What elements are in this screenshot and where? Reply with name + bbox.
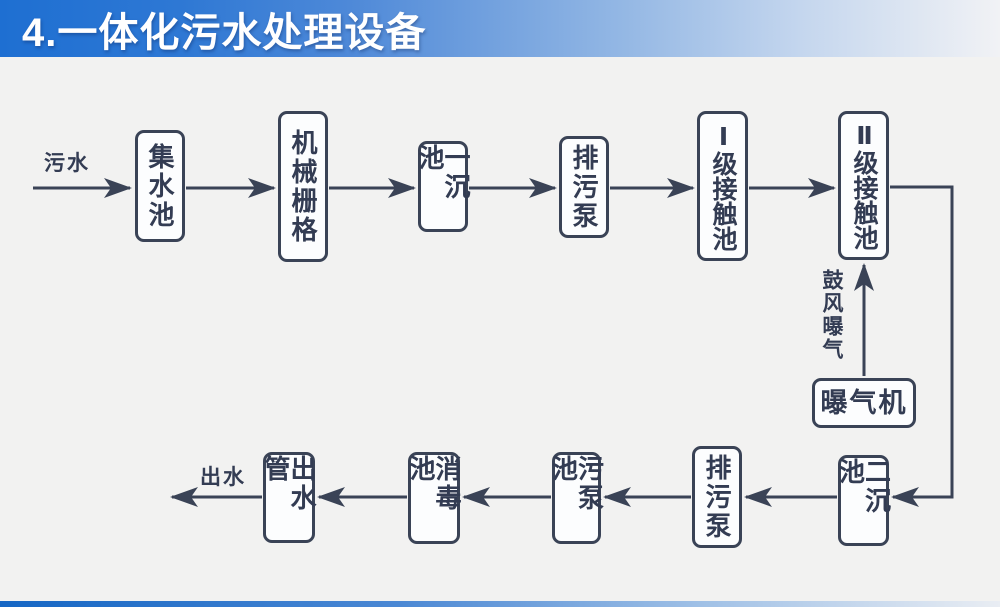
box-stage2-contact-tank: Ⅱ级接触池 (838, 111, 889, 260)
box-label: 一沉池 (415, 144, 471, 202)
box-label: 出水管 (261, 455, 317, 513)
box-label: 机械栅格 (288, 128, 318, 245)
box-mechanical-screen: 机械栅格 (278, 111, 328, 262)
box-discharge-pump-1: 排污泵 (559, 136, 609, 238)
box-aerator: 曝气机 (812, 378, 916, 428)
box-label: 排污泵 (569, 143, 599, 231)
box-label: 排污泵 (702, 453, 732, 541)
page-title: 4.一体化污水处理设备 (22, 10, 427, 55)
aeration-stream-label: 鼓风曝气 (820, 269, 843, 361)
outlet-stream-label: 出水 (200, 466, 246, 489)
box-label: Ⅱ级接触池 (850, 121, 878, 250)
inlet-stream-label: 污水 (44, 152, 90, 175)
box-disinfection-tank: 消毒池 (406, 452, 462, 544)
title-bar: 4.一体化污水处理设备 (0, 0, 1000, 57)
box-label: 曝气机 (820, 387, 908, 418)
box-stage1-contact-tank: Ⅰ级接触池 (697, 111, 748, 261)
box-outlet-pipe: 出水管 (261, 452, 317, 543)
box-label: 消毒池 (406, 455, 462, 513)
return-connector-arrow (890, 185, 954, 507)
box-label: 污泵池 (548, 455, 605, 513)
box-sewage-pump-tank: 污泵池 (548, 452, 605, 544)
box-label: Ⅰ级接触池 (709, 121, 737, 251)
bottom-accent-bar (0, 601, 1000, 607)
box-collecting-tank: 集水池 (135, 130, 185, 242)
box-primary-sedimentation: 一沉池 (415, 141, 471, 232)
box-label: 二沉池 (835, 458, 892, 516)
box-secondary-sedimentation: 二沉池 (835, 455, 892, 546)
box-label: 集水池 (145, 142, 175, 230)
box-discharge-pump-2: 排污泵 (692, 446, 742, 548)
